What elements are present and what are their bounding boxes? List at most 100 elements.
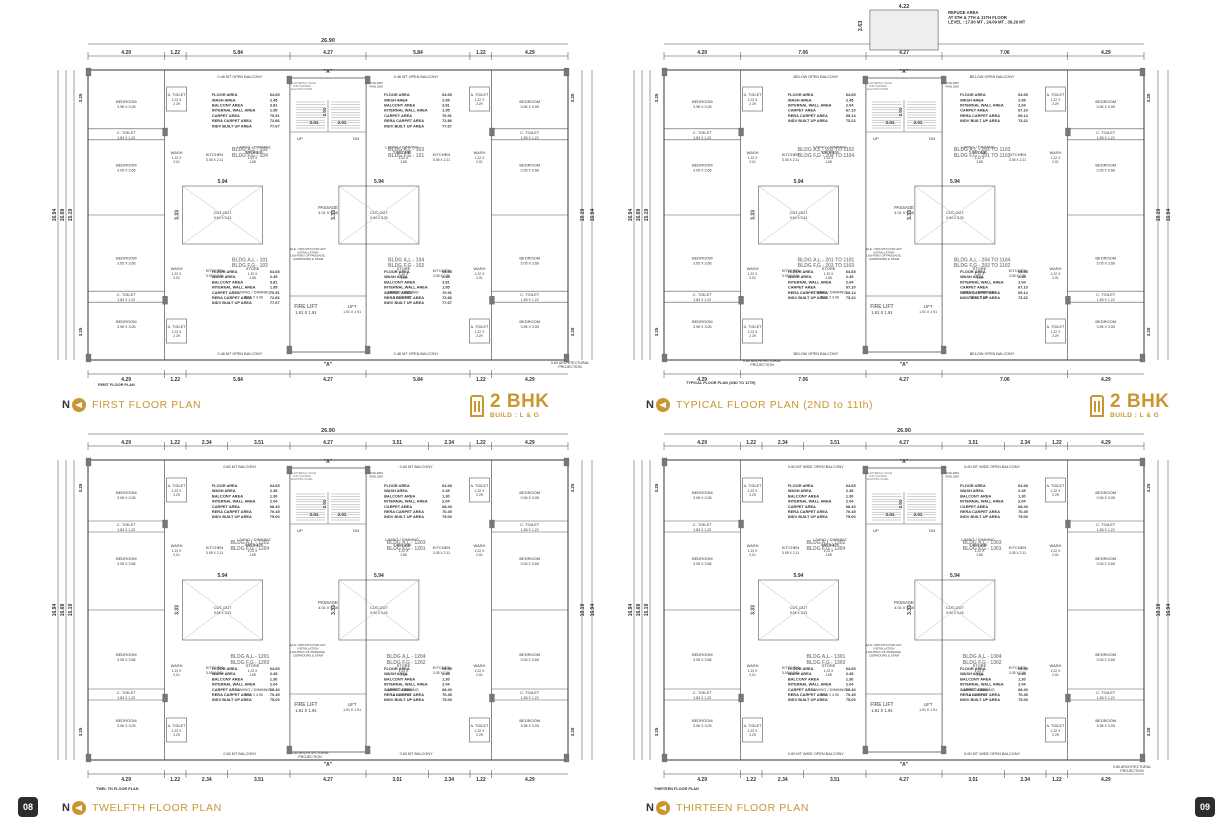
- area-table-key: WASH AREA: [960, 274, 984, 279]
- area-table-value: 68.40: [846, 504, 856, 509]
- area-table-value: 68.40: [1018, 504, 1028, 509]
- attached-toilet-label: A. TOILET: [1047, 484, 1065, 488]
- fire-lift-label: FIRE LIFT: [294, 304, 317, 310]
- dimension-label: 4.29: [525, 377, 535, 383]
- area-table-key: CARPET AREA: [788, 285, 816, 290]
- kitchen-dim: 3.05 X 2.11: [433, 158, 450, 162]
- living-label: LIVING / DINNING: [961, 144, 994, 149]
- cutout-box: [182, 185, 263, 245]
- cutout-dim: 5.94 X 3.33: [370, 216, 387, 220]
- dimension-label: 4.29: [121, 440, 131, 446]
- balcony-label: 0.60 MT WIDE OPEN BALCONY: [788, 465, 844, 469]
- north-arrow-icon: [655, 398, 670, 412]
- area-table-key: RERA CARPET AREA: [212, 509, 252, 514]
- area-table-value: 73.22: [846, 118, 857, 123]
- bhk-build: BUILD : L & G: [490, 412, 540, 419]
- bedroom-dim: 3.96 X 3.05: [117, 496, 135, 500]
- area-table-key: FLOOR AREA: [212, 92, 238, 97]
- area-table-key: FLOOR AREA: [788, 483, 814, 488]
- dimension-label: 10.19: [580, 604, 586, 617]
- bedroom-dim: 3.05 X 3.66: [693, 169, 711, 173]
- wall-column: [286, 75, 293, 85]
- dimension-label: 1.22: [476, 377, 486, 383]
- attached-toilet: [1045, 717, 1066, 743]
- area-table-value: 2.45: [1018, 97, 1026, 102]
- cutout-dim: 5.94 X 3.33: [790, 216, 807, 220]
- passage-dim: 4.01 X 6.58: [894, 606, 913, 610]
- common-toilet-dim: 1.83 X 1.22: [1097, 136, 1115, 140]
- area-table-value: 2.45: [846, 671, 854, 676]
- area-table-key: FLOOR AREA: [384, 483, 410, 488]
- wall-column: [162, 127, 168, 137]
- cutout-dim: 5.94 X 3.33: [214, 611, 231, 615]
- dimension-label: 3.51: [254, 777, 264, 783]
- cutout-diagonal: [758, 185, 839, 245]
- kitchen-label: KITCHEN: [1009, 268, 1027, 273]
- cutout-height: 3.33: [331, 605, 337, 615]
- cutout-width: 5.94: [374, 179, 384, 185]
- area-table-value: 2.04: [270, 499, 278, 504]
- common-toilet-label: C. TOILET: [693, 130, 713, 135]
- kitchen-label: KITCHEN: [206, 268, 224, 273]
- area-table-value: 3.81: [442, 279, 450, 284]
- kitchen-dim: 3.05 X 2.11: [206, 551, 223, 555]
- area-table-key: INDV BUILT UP AREA: [960, 514, 1000, 519]
- dimension-label: 1.22: [170, 777, 180, 783]
- area-table-key: INDV BUILT UP AREA: [212, 123, 252, 128]
- passage-dim: 4.01 X 6.58: [318, 211, 337, 215]
- area-table-key: RERA CARPET AREA: [384, 692, 424, 697]
- wall-column: [85, 753, 92, 763]
- area-table-key: RERA CARPET AREA: [960, 113, 1000, 118]
- cutout-box: [914, 579, 996, 641]
- bedroom-label: BEDROOM: [519, 319, 540, 324]
- area-table-value: 1.30: [846, 676, 854, 681]
- dimension-label: 4.29: [525, 440, 535, 446]
- common-toilet-dim: 1.83 X 1.22: [1097, 696, 1115, 700]
- area-table-key: WASH AREA: [212, 274, 236, 279]
- area-table-key: BALCONY AREA: [788, 493, 819, 498]
- area-table-value: 67.10: [1018, 108, 1028, 113]
- fire-lift-label: FIRE LIFT: [294, 702, 317, 708]
- wash-label: WASH: [1050, 543, 1062, 548]
- wash-label: WASH: [474, 543, 486, 548]
- area-table-key: CARPET AREA: [788, 687, 816, 692]
- section-marker: "A": [324, 762, 333, 768]
- area-table-value: 2.04: [1018, 279, 1026, 284]
- typical-floor-drawing: 26.904.297.064.277.064.294.297.064.277.0…: [628, 4, 1172, 385]
- dimension-label: 4.29: [697, 440, 707, 446]
- stair-dimension: 2.01: [338, 512, 347, 517]
- fire-lift-dim: 1.91 X 1.91: [871, 310, 893, 315]
- area-table-value: 1.95: [270, 285, 278, 290]
- cutout-height: 3.33: [907, 605, 913, 615]
- common-toilet-dim: 1.83 X 1.22: [1097, 528, 1115, 532]
- dimension-label: 4.29: [525, 777, 535, 783]
- stair-down-label: DN: [353, 528, 359, 533]
- area-table-value: 1.30: [1018, 676, 1026, 681]
- overall-width-label: 26.90: [321, 38, 335, 44]
- bedroom-label: BEDROOM: [1095, 652, 1116, 657]
- area-table-key: WASH AREA: [788, 488, 812, 493]
- bedroom-dim: 3.05 X 3.66: [117, 261, 135, 265]
- area-table-value: 70.45: [270, 692, 281, 697]
- store-label: STORE: [397, 543, 411, 548]
- attached-toilet: [742, 86, 763, 112]
- bedroom-label: BEDROOM: [116, 99, 137, 104]
- dimension-label: 4.29: [1101, 440, 1111, 446]
- bedroom-dim: 3.96 X 3.05: [693, 105, 711, 109]
- wall-column: [85, 67, 92, 77]
- wall-column: [862, 75, 869, 85]
